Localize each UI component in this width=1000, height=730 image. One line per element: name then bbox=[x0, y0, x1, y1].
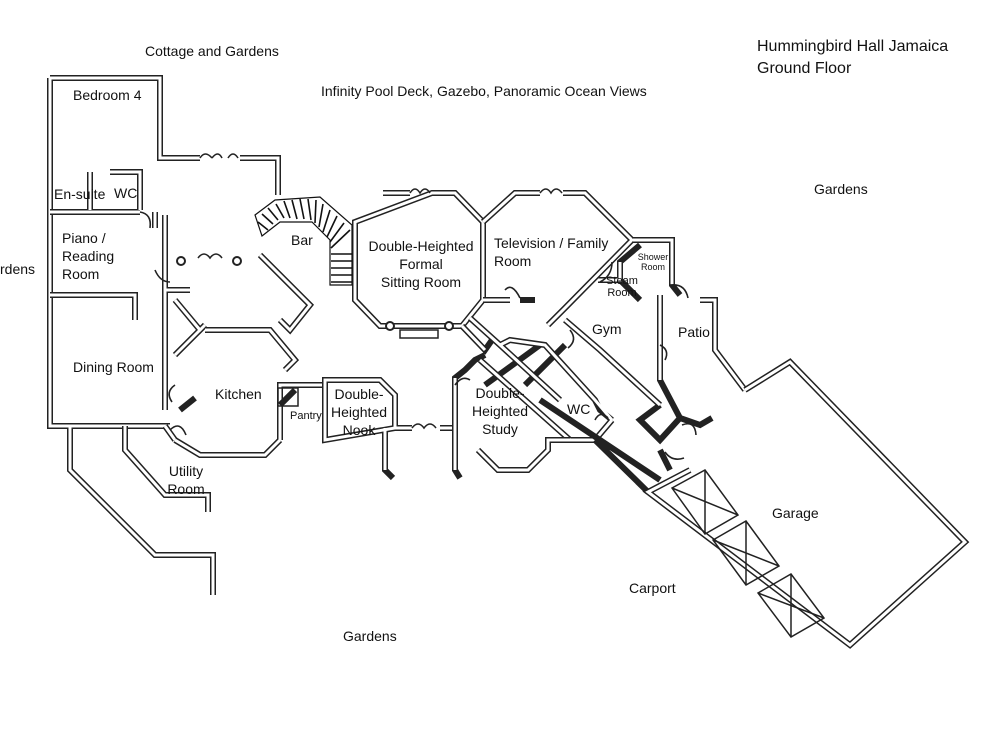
posts bbox=[176, 256, 454, 407]
plan-title: Hummingbird Hall Jamaica bbox=[757, 38, 949, 55]
post bbox=[444, 321, 454, 331]
pool-deck-label: Infinity Pool Deck, Gazebo, Panoramic Oc… bbox=[321, 83, 647, 99]
gardens-west-label: rdens bbox=[0, 261, 36, 277]
room-shower: Shower Room bbox=[637, 252, 669, 272]
walls bbox=[47, 75, 970, 649]
staircase bbox=[254, 196, 353, 286]
room-tv-family: Television / Family Room bbox=[494, 235, 609, 269]
gardens-south-label: Gardens bbox=[343, 628, 397, 644]
garage-bay-2 bbox=[711, 520, 781, 586]
doors bbox=[139, 153, 697, 460]
carport-label: Carport bbox=[629, 580, 676, 596]
garage-bays bbox=[670, 469, 826, 638]
room-nook: Double- Heighted Nook bbox=[330, 386, 388, 438]
garage-bay-3 bbox=[756, 573, 826, 638]
room-utility: Utility Room bbox=[167, 463, 205, 497]
room-gym: Gym bbox=[592, 321, 622, 337]
gardens-east-label: Gardens bbox=[814, 181, 868, 197]
room-en-suite: En-suite bbox=[54, 186, 106, 202]
room-bedroom-4: Bedroom 4 bbox=[73, 87, 142, 103]
fireplace bbox=[399, 329, 439, 339]
wall-diagonal-east bbox=[538, 397, 673, 495]
room-bar: Bar bbox=[291, 232, 313, 248]
post bbox=[232, 256, 242, 266]
plan-subtitle: Ground Floor bbox=[757, 60, 852, 77]
room-piano-reading: Piano / Reading Room bbox=[62, 230, 115, 282]
room-dining: Dining Room bbox=[73, 359, 154, 375]
garage-bay-1 bbox=[670, 469, 740, 535]
room-pantry: Pantry bbox=[290, 410, 322, 422]
room-formal-sitting: Double-Heighted Formal Sitting Room bbox=[368, 238, 474, 290]
room-kitchen: Kitchen bbox=[215, 386, 262, 402]
cottage-gardens-label: Cottage and Gardens bbox=[145, 43, 279, 59]
room-steam: Steam Room bbox=[606, 275, 638, 299]
post bbox=[176, 256, 186, 266]
room-study: Double- Heighted Study bbox=[471, 385, 529, 437]
room-patio: Patio bbox=[678, 324, 710, 340]
room-wc-east: WC bbox=[567, 401, 591, 417]
room-garage: Garage bbox=[772, 505, 819, 521]
pantry-shelf bbox=[277, 387, 299, 407]
room-wc-west: WC bbox=[114, 185, 138, 201]
post bbox=[385, 321, 395, 331]
